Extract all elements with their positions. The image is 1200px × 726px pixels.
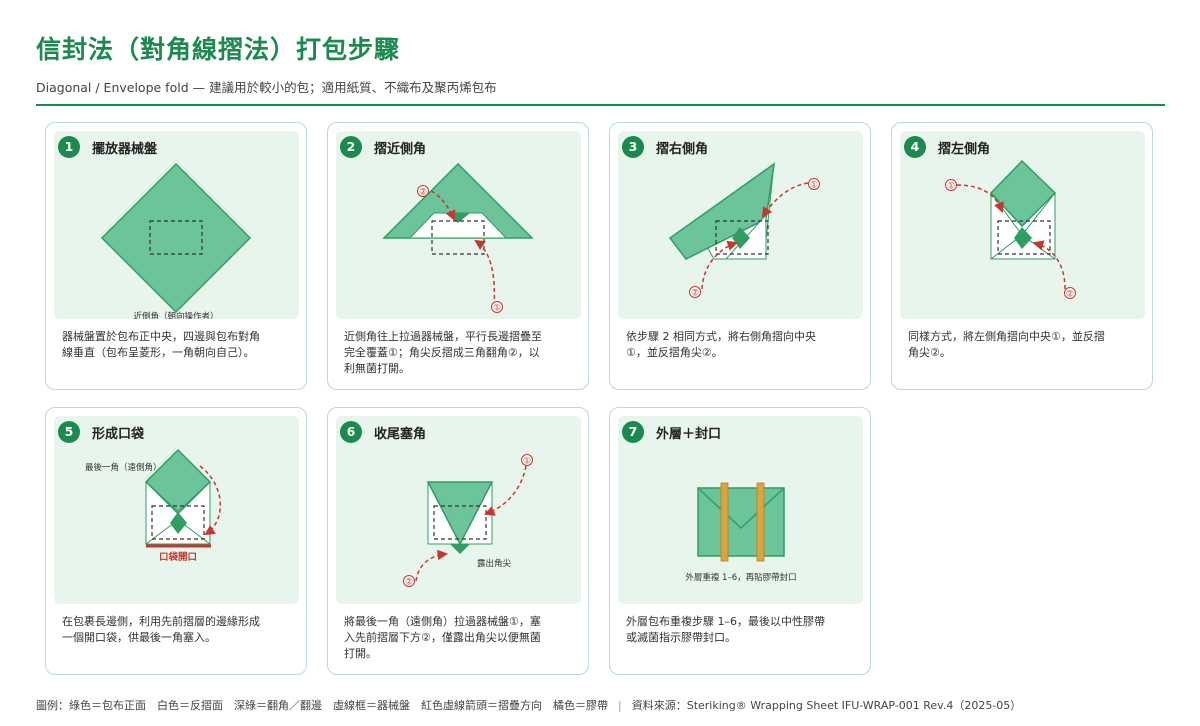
diagram-step-1: 近側角（朝向操作者）	[100, 162, 252, 319]
step-illustration-6: ① ② 露出角尖	[336, 416, 581, 604]
footer: 圖例：綠色＝包布正面 白色＝反摺面 深綠＝翻角／翻邊 虛線框＝器械盤 紅色虛線箭…	[36, 697, 1021, 713]
wrap-diamond	[100, 162, 252, 314]
svg-text:①: ①	[493, 304, 501, 314]
step-badge-1: 1	[58, 136, 80, 158]
footer-separator: |	[618, 699, 622, 712]
outer-layer-label: 外層重複 1–6，再貼膠帶封口	[685, 572, 796, 583]
step-illustration-5: 最後一角（遠側角） 口袋開口	[54, 416, 299, 604]
step-title-2: 摺近側角	[374, 142, 427, 157]
step-badge-5: 5	[58, 421, 80, 443]
diagram-step-6: ① ② 露出角尖	[403, 454, 533, 588]
step-desc-3: 依步驟 2 相同方式，將右側角摺向中央①，並反摺角尖②。	[626, 330, 816, 359]
fold-arrow-1	[484, 465, 527, 516]
svg-text:②: ②	[419, 188, 427, 198]
fold-arrow-2	[430, 190, 456, 221]
diagram-step-2: ② ①	[382, 162, 534, 314]
svg-text:①: ①	[523, 457, 531, 467]
top-flap	[989, 159, 1057, 228]
fold-arrow-2	[415, 549, 449, 582]
tape-right	[756, 482, 765, 562]
step-title-6: 收尾塞角	[374, 427, 427, 442]
step-badge-2: 2	[340, 136, 362, 158]
svg-text:②: ②	[1066, 290, 1074, 300]
tucked-corner	[426, 481, 494, 546]
step-title-7: 外層＋封口	[656, 427, 722, 442]
fold-back-face	[408, 212, 508, 239]
step-desc-1: 器械盤置於包布正中央，四邊與包布對角線垂直（包布呈菱形，一角朝向自己）。	[62, 330, 260, 359]
step-illustration-2: ② ①	[336, 131, 581, 319]
step-title-4: 摺左側角	[938, 142, 991, 157]
last-corner-label: 最後一角（遠側角）	[85, 462, 162, 473]
pocket-label: 口袋開口	[159, 551, 197, 563]
step-desc-6: 將最後一角（遠側角）拉過器械盤①，塞入先前摺層下方②，僅露出角尖以便無菌打開。	[344, 615, 541, 660]
svg-text:②: ②	[691, 289, 699, 299]
step-illustration-3: ① ②	[618, 131, 863, 319]
svg-text:①: ①	[947, 182, 955, 192]
step-desc-7: 外層包布重複步驟 1–6，最後以中性膠帶或滅菌指示膠帶封口。	[626, 615, 825, 644]
step-illustration-7: 外層重複 1–6，再貼膠帶封口	[618, 416, 863, 604]
step-card-4: ① ② 4 摺左側角 同樣方式，將左側角摺向中央①，並反摺角尖②。	[891, 122, 1153, 390]
step-card-6: ① ② 露出角尖 6 收尾塞角 將最後一角（遠側角）拉過器械盤①，塞入先前摺層下…	[327, 407, 589, 675]
fold-arrow-1	[761, 182, 809, 218]
step-badge-6: 6	[340, 421, 362, 443]
step-badge-4: 4	[904, 136, 926, 158]
page-title: 信封法（對角線摺法）打包步驟	[36, 35, 401, 64]
diagram-step-4: ① ②	[945, 159, 1076, 300]
step-title-5: 形成口袋	[92, 427, 145, 442]
legend-text: 圖例：綠色＝包布正面 白色＝反摺面 深綠＝翻角／翻邊 虛線框＝器械盤 紅色虛線箭…	[36, 699, 608, 712]
fold-arrow-2	[701, 240, 738, 290]
diagram-step-5: 最後一角（遠側角） 口袋開口	[85, 448, 221, 563]
step-card-3: ① ② 3 摺右側角 依步驟 2 相同方式，將右側角摺向中央①，並反摺角尖②。	[609, 122, 871, 390]
outer-flap-line	[697, 487, 785, 530]
step-card-5: 最後一角（遠側角） 口袋開口 5 形成口袋 在包裹長邊側，利用先前摺層的邊緣形成…	[45, 407, 307, 675]
svg-text:②: ②	[405, 578, 413, 588]
fold-arrow-2	[1032, 240, 1066, 290]
step-desc-5: 在包裹長邊側，利用先前摺層的邊緣形成一個開口袋，供最後一角塞入。	[62, 615, 260, 644]
flap-tip	[170, 512, 187, 534]
step-title-1: 擺放器械盤	[92, 142, 158, 157]
step-desc-2: 近側角往上拉過器械盤，平行長邊摺疊至完全覆蓋①；角尖反摺成三角翻角②，以利無菌打…	[344, 330, 542, 375]
step-title-3: 摺右側角	[656, 142, 709, 157]
step-desc-4: 同樣方式，將左側角摺向中央①，並反摺角尖②。	[908, 330, 1105, 359]
exposed-tip-label: 露出角尖	[477, 558, 512, 569]
step-card-2: ② ① 2 摺近側角 近側角往上拉過器械盤，平行長邊摺疊至完全覆蓋①；角尖反摺成…	[327, 122, 589, 390]
header-divider	[36, 104, 1165, 106]
near-corner-label: 近側角（朝向操作者）	[133, 311, 218, 319]
svg-text:①: ①	[810, 181, 818, 191]
exposed-tip	[450, 544, 470, 554]
page-subtitle: Diagonal / Envelope fold — 建議用於較小的包；適用紙質…	[36, 80, 497, 95]
step-badge-3: 3	[622, 136, 644, 158]
fold-arrow-1	[474, 239, 496, 307]
source-text: 資料來源：Steriking® Wrapping Sheet IFU-WRAP-…	[631, 699, 1022, 712]
step-illustration-4: ① ②	[900, 131, 1145, 319]
diagram-step-7: 外層重複 1–6，再貼膠帶封口	[685, 482, 797, 583]
step-card-7: 外層重複 1–6，再貼膠帶封口 7 外層＋封口 外層包布重複步驟 1–6，最後以…	[609, 407, 871, 675]
diagram-step-3: ① ②	[668, 162, 820, 299]
step-card-1: 近側角（朝向操作者） 1 擺放器械盤 器械盤置於包布正中央，四邊與包布對角線垂直…	[45, 122, 307, 390]
step-illustration-1: 近側角（朝向操作者）	[54, 131, 299, 319]
flap-tip	[1014, 227, 1032, 249]
fold-arrow-1	[956, 184, 1004, 213]
step-badge-7: 7	[622, 421, 644, 443]
outer-wrap	[697, 487, 785, 557]
right-fold	[668, 162, 775, 260]
fold-arrow	[199, 465, 221, 536]
tape-left	[720, 482, 729, 562]
